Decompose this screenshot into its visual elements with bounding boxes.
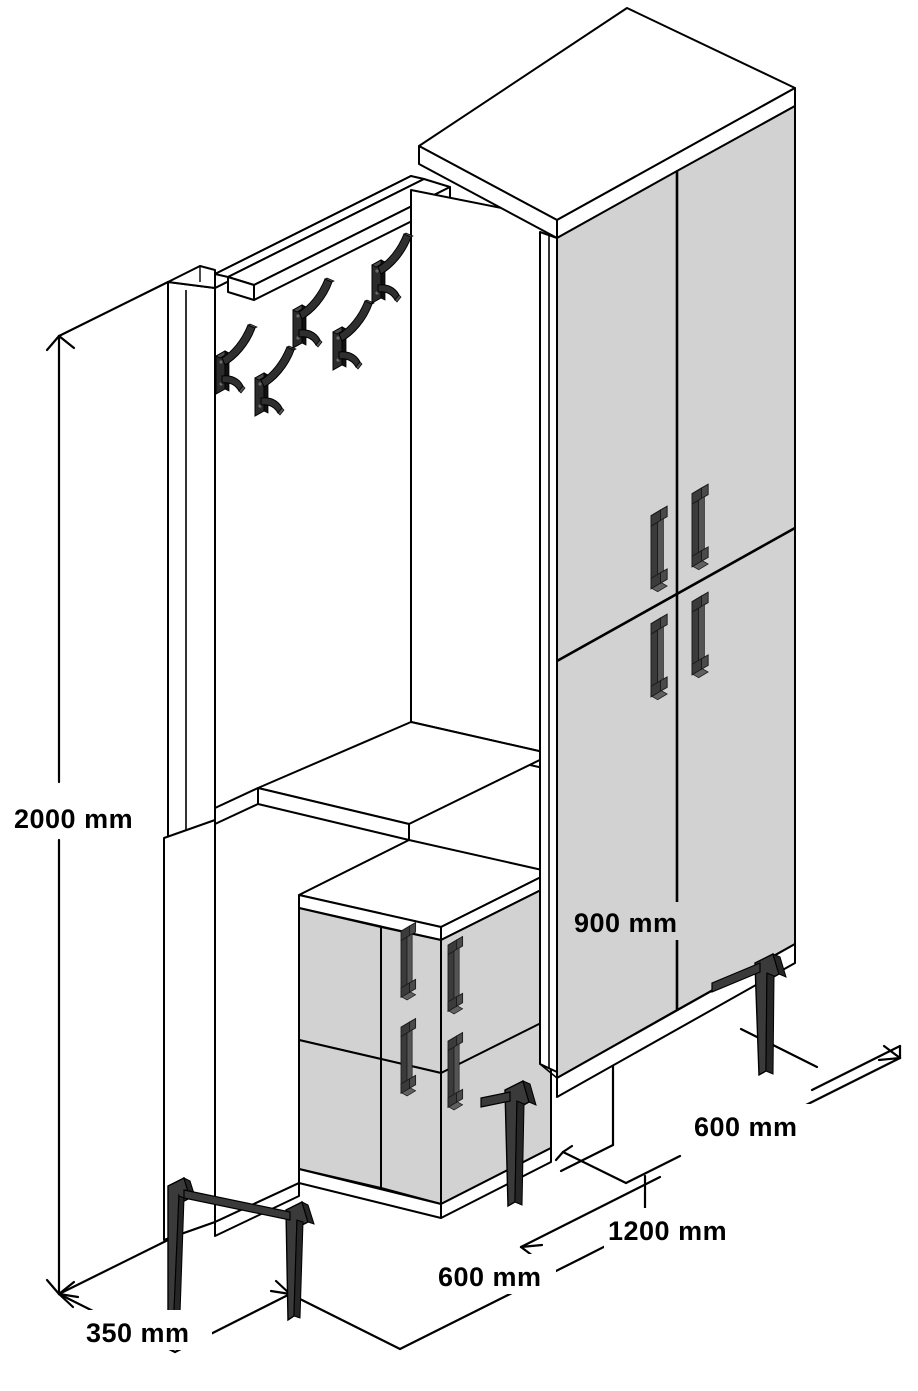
niche-back-wall (410, 189, 553, 755)
wardrobe-legs (480, 953, 787, 1208)
construction-lines (418, 146, 541, 1064)
coat-rack-left-stile-top (167, 265, 216, 289)
left-shoe-cabinet (163, 819, 552, 1241)
dimension-overall-height (45, 280, 170, 1296)
furniture-leg (504, 1079, 537, 1208)
dimension-right-unit-width (554, 1044, 902, 1185)
shoe-cabinet-door-lower-left[interactable] (298, 1039, 382, 1189)
furniture-leg (754, 953, 787, 1077)
dimension-labels: 2000 mm 900 mm 350 mm 600 mm 600 mm 1200… (10, 796, 812, 1350)
dimension-label-depth: 350 mm (86, 1318, 190, 1348)
dimension-label-total-width: 1200 mm (608, 1216, 727, 1246)
coat-rack-left-stile-face (167, 281, 216, 839)
dimension-label-right-unit-width: 600 mm (694, 1112, 798, 1142)
dimension-leaders (739, 1027, 902, 1069)
coat-rack-assembly (167, 175, 553, 841)
leg-rail (183, 1189, 291, 1221)
shoe-cabinet-door-upper-left[interactable] (298, 907, 382, 1060)
shoe-cabinet-left-side (163, 819, 216, 1241)
dimension-label-overall-height: 2000 mm (14, 804, 133, 834)
furniture-leg (285, 1201, 315, 1322)
dimension-label-left-unit-width: 600 mm (438, 1262, 542, 1292)
leg-rail (711, 962, 761, 993)
leg-rail (480, 1091, 511, 1108)
dimension-label-wardrobe-door-height: 900 mm (574, 908, 678, 938)
tall-wardrobe (418, 7, 796, 1098)
shoe-cabinet-legs (167, 1177, 315, 1322)
